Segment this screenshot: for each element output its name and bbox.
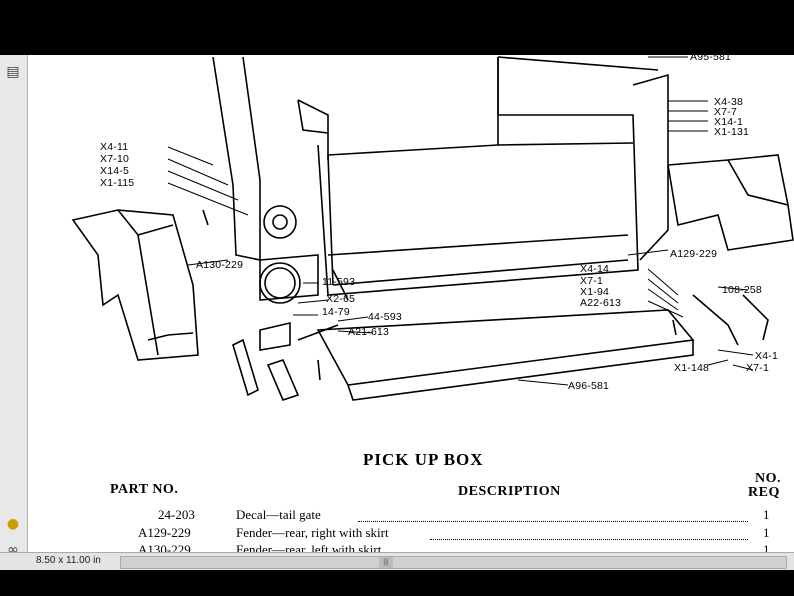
header-description: DESCRIPTION xyxy=(458,484,561,499)
document-page: A95-581 X4-38 X7-7 X14-1 X1-131 X4-11 X7… xyxy=(28,55,794,570)
pages-icon[interactable]: ▤ xyxy=(6,64,20,80)
callout-x7-7: X7-7 xyxy=(714,106,737,118)
page-size-readout: 8.50 x 11.00 in xyxy=(36,555,101,566)
row-0-qty: 1 xyxy=(763,507,770,522)
callout-x14-5: X14-5 xyxy=(100,165,130,177)
viewer-sidebar: ▤ ● ∞ xyxy=(0,55,28,570)
light-ring xyxy=(259,262,301,304)
callout-108-258: 108-258 xyxy=(722,284,762,296)
callout-x4-38: X4-38 xyxy=(714,96,744,108)
chain xyxy=(692,294,739,346)
callout-x7-10: X7-10 xyxy=(100,153,130,165)
callout-x1-94: X1-94 xyxy=(580,286,610,298)
callout-x7-1: X7-1 xyxy=(580,275,603,287)
callout-11-593: 11-593 xyxy=(322,276,356,288)
callout-x1-115: X1-115 xyxy=(100,177,135,189)
viewer-top-bar xyxy=(0,0,794,55)
right-fender xyxy=(667,154,794,251)
box-front-panel xyxy=(317,57,639,296)
callout-44-593: 44-593 xyxy=(368,311,402,323)
attachment-icon[interactable]: ∞ xyxy=(7,542,19,558)
exploded-parts-diagram xyxy=(71,56,794,401)
hinge-plate xyxy=(232,338,259,397)
callout-a21-613: A21-613 xyxy=(348,326,390,338)
box-right-post xyxy=(632,73,669,261)
callout-x4-11: X4-11 xyxy=(100,141,129,153)
horizontal-scrollbar[interactable]: ||| xyxy=(120,556,787,569)
row-1-description: Fender—rear, right with skirt xyxy=(236,525,389,540)
row-0-leader-dots xyxy=(358,521,748,522)
status-bar: 8.50 x 11.00 in ||| xyxy=(0,552,794,571)
box-left-side xyxy=(212,56,261,261)
callout-x14-1: X14-1 xyxy=(714,116,744,128)
callout-14-79: 14-79 xyxy=(322,306,350,318)
row-1-part-no: A129-229 xyxy=(138,525,191,540)
row-1-leader-dots xyxy=(430,539,748,540)
callout-x4-1: X4-1 xyxy=(755,350,778,362)
row-0-part-no: 24-203 xyxy=(158,507,195,522)
row-0-description: Decal—tail gate xyxy=(236,507,321,522)
section-title: PICK UP BOX xyxy=(363,450,484,469)
callout-a95-581: A95-581 xyxy=(690,55,732,63)
header-no: NO. xyxy=(755,471,781,486)
lamp xyxy=(259,321,291,351)
callout-a22-613: A22-613 xyxy=(580,297,622,309)
header-part-no: PART NO. xyxy=(110,482,179,497)
header-req: REQ xyxy=(748,485,780,500)
callout-x7-1-right: X7-1 xyxy=(746,362,769,374)
scroll-thumb[interactable]: ||| xyxy=(379,557,393,568)
callout-a129-229: A129-229 xyxy=(670,248,718,260)
callout-x1-131: X1-131 xyxy=(714,126,750,138)
callout-x1-148: X1-148 xyxy=(674,362,710,374)
viewer-bottom-bar xyxy=(0,570,794,596)
box-roller xyxy=(263,205,297,239)
callout-a96-581: A96-581 xyxy=(568,380,610,392)
left-fender xyxy=(71,209,199,361)
row-1-qty: 1 xyxy=(763,525,770,540)
callout-x4-14: X4-14 xyxy=(580,263,610,275)
comment-icon[interactable]: ● xyxy=(6,516,20,532)
callout-a130-229: A130-229 xyxy=(196,259,244,271)
row-2-qty: 1 xyxy=(763,542,770,557)
callout-x2-65: X2-65 xyxy=(326,293,356,305)
